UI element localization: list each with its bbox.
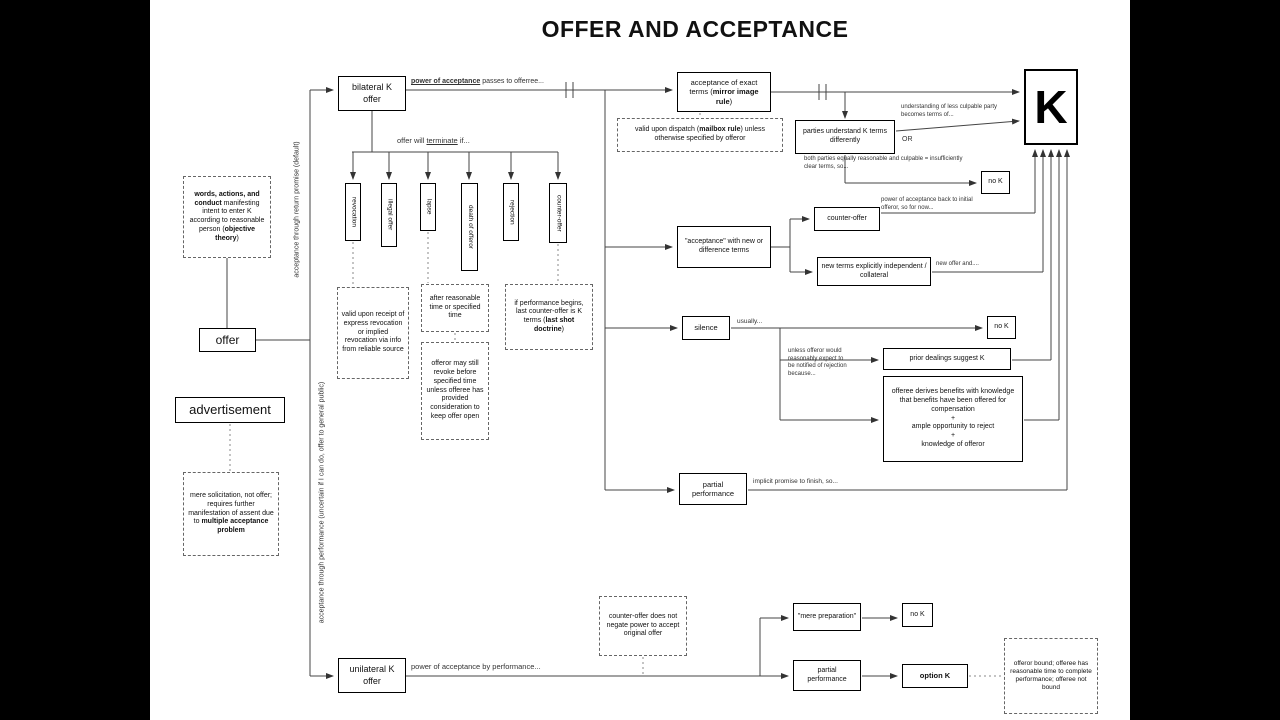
rejection-box: rejection xyxy=(503,183,519,241)
page-title: OFFER AND ACCEPTANCE xyxy=(541,16,849,42)
advertisement-box: advertisement xyxy=(175,397,285,423)
contract-k-box: K xyxy=(1024,69,1078,145)
objective-theory-note: words, actions, and conduct manifesting … xyxy=(183,176,271,258)
power-back-label: power of acceptance back to initial offe… xyxy=(881,197,973,212)
lapse-note: after reasonable time or specified time xyxy=(421,284,489,332)
option-k-box: option K xyxy=(902,664,968,688)
last-shot-doctrine-note: if performance begins, last counter-offe… xyxy=(505,284,593,350)
offeror-bound-note: offeror bound; offeree has reasonable ti… xyxy=(1004,638,1098,714)
mere-preparation-box: "mere preparation" xyxy=(793,603,861,631)
death-of-offeror-box: death of offeror xyxy=(461,183,478,271)
independent-collateral-box: new terms explicitly independent / colla… xyxy=(817,257,931,286)
acceptance-exact-terms-box: acceptance of exact terms (mirror image … xyxy=(677,72,771,112)
revoke-before-time-note: offeror may still revoke before specifie… xyxy=(421,342,489,440)
counter-offer-negate-note: counter-offer does not negate power to a… xyxy=(599,596,687,656)
mere-solicitation-text: mere solicitation, not offer; requires f… xyxy=(188,492,274,535)
mailbox-rule-note: valid upon dispatch (mailbox rule) unles… xyxy=(617,118,783,152)
implicit-promise-label: implicit promise to finish, so... xyxy=(753,478,863,487)
return-promise-label: acceptance through return promise (defau… xyxy=(293,141,301,278)
usually-label: usually... xyxy=(737,318,763,325)
less-culpable-label: understanding of less culpable party bec… xyxy=(901,104,998,118)
offer-box: offer xyxy=(199,328,256,352)
counter-offer-terminate-box: counter-offer xyxy=(549,183,567,243)
mere-solicitation-note: mere solicitation, not offer; requires f… xyxy=(183,472,279,556)
last-shot-text: if performance begins, last counter-offe… xyxy=(514,299,584,333)
parties-understand-differently-box: parties understand K terms differently xyxy=(795,120,895,154)
partial-performance-box: partial performance xyxy=(679,473,747,505)
power-by-performance-label: power of acceptance by performance... xyxy=(411,662,601,672)
offeree-benefits-text: offeree derives benefits with knowledge … xyxy=(891,388,1015,448)
counter-offer-box: counter-offer xyxy=(814,207,880,231)
no-k-box-2: no K xyxy=(987,316,1016,339)
mailbox-text: valid upon dispatch (mailbox rule) unles… xyxy=(635,126,765,142)
unilateral-k-offer-box: unilateral K offer xyxy=(338,658,406,693)
no-k-box-1: no K xyxy=(981,171,1010,194)
bilateral-k-offer-box: bilateral K offer xyxy=(338,76,406,111)
objective-theory-text: words, actions, and conduct manifesting … xyxy=(189,190,265,242)
mirror-image-text: acceptance of exact terms (mirror image … xyxy=(689,77,759,106)
unless-offeror-label: unless offeror would reasonably expect t… xyxy=(788,348,847,377)
or-label: OR xyxy=(902,136,913,143)
performance-label: acceptance through performance (uncertai… xyxy=(318,381,326,624)
acceptance-new-terms-box: "acceptance" with new or difference term… xyxy=(677,226,771,268)
new-offer-label: new offer and.... xyxy=(936,261,998,269)
silence-box: silence xyxy=(682,316,730,340)
offeree-benefits-box: offeree derives benefits with knowledge … xyxy=(883,376,1023,462)
illegal-offer-box: illegal offer xyxy=(381,183,397,247)
revocation-note: valid upon receipt of express revocation… xyxy=(337,287,409,379)
lapse-box: lapse xyxy=(420,183,436,231)
partial-performance-unilateral-box: partial performance xyxy=(793,660,861,691)
offer-will-terminate-label: offer will terminate if... xyxy=(397,136,470,145)
prior-dealings-box: prior dealings suggest K xyxy=(883,348,1011,370)
equally-culpable-label: both parties equally reasonable and culp… xyxy=(804,156,963,170)
no-k-box-3: no K xyxy=(902,603,933,627)
power-of-acceptance-label: power of acceptance passes to offerree..… xyxy=(411,78,544,85)
revocation-box: revocation xyxy=(345,183,361,241)
